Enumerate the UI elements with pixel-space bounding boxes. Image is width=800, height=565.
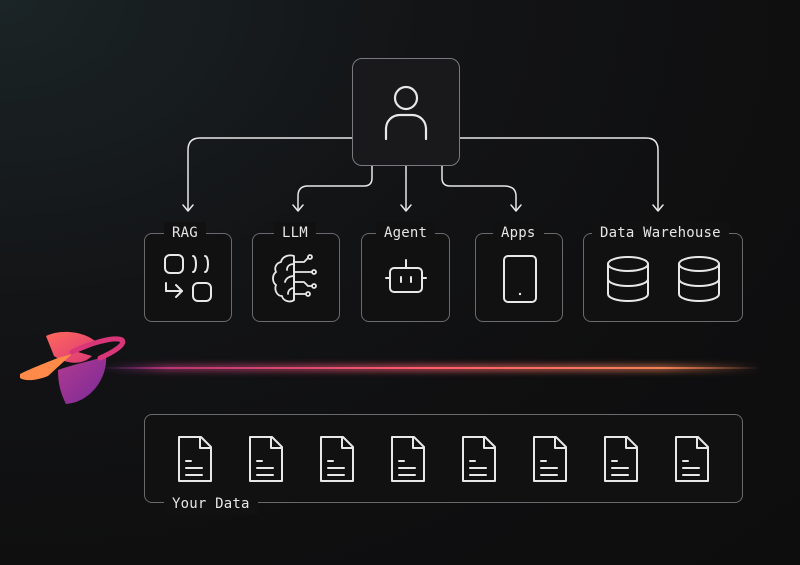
agent-label: Agent <box>376 222 436 244</box>
rag-node[interactable] <box>144 233 232 322</box>
llm-label: LLM <box>274 222 316 244</box>
rag-label: RAG <box>164 222 206 244</box>
arrowhead-rag <box>182 204 194 212</box>
shapes-icon <box>164 254 212 302</box>
file-text-icon <box>249 436 283 482</box>
arrowhead-apps <box>510 204 522 212</box>
upper-data-lines <box>179 322 711 368</box>
file-text-icon <box>533 436 567 482</box>
warehouse-label: Data Warehouse <box>592 222 729 244</box>
apps-node[interactable] <box>475 233 563 322</box>
user-icon <box>384 85 428 141</box>
file-text-icon <box>604 436 638 482</box>
arrow-heads <box>182 204 664 212</box>
arrowhead-agent <box>400 204 412 212</box>
planet-logo-icon <box>20 331 126 404</box>
user-arrows <box>187 137 659 210</box>
your-data-container[interactable] <box>144 414 743 503</box>
file-text-icon <box>178 436 212 482</box>
document-row <box>145 415 744 504</box>
agent-node[interactable] <box>361 233 450 322</box>
smartphone-icon <box>503 255 537 303</box>
file-text-icon <box>675 436 709 482</box>
bot-icon <box>385 259 427 293</box>
database-icon <box>678 256 720 303</box>
llm-node[interactable] <box>252 233 340 322</box>
arrow-to-rag <box>187 137 352 210</box>
lower-data-lines <box>179 368 711 414</box>
file-text-icon <box>391 436 425 482</box>
brain-circuit-icon <box>272 254 317 303</box>
arrow-to-llm <box>297 166 373 210</box>
arrow-to-warehouse <box>460 137 659 210</box>
arrowhead-warehouse <box>652 204 664 212</box>
warehouse-node[interactable] <box>583 233 743 322</box>
data-beam <box>100 364 760 372</box>
arrow-to-apps <box>441 166 517 210</box>
your-data-label: Your Data <box>164 493 258 515</box>
database-icon <box>607 256 649 303</box>
file-text-icon <box>320 436 354 482</box>
file-text-icon <box>462 436 496 482</box>
arrowhead-llm <box>292 204 304 212</box>
apps-label: Apps <box>493 222 544 244</box>
user-node[interactable] <box>352 58 460 166</box>
